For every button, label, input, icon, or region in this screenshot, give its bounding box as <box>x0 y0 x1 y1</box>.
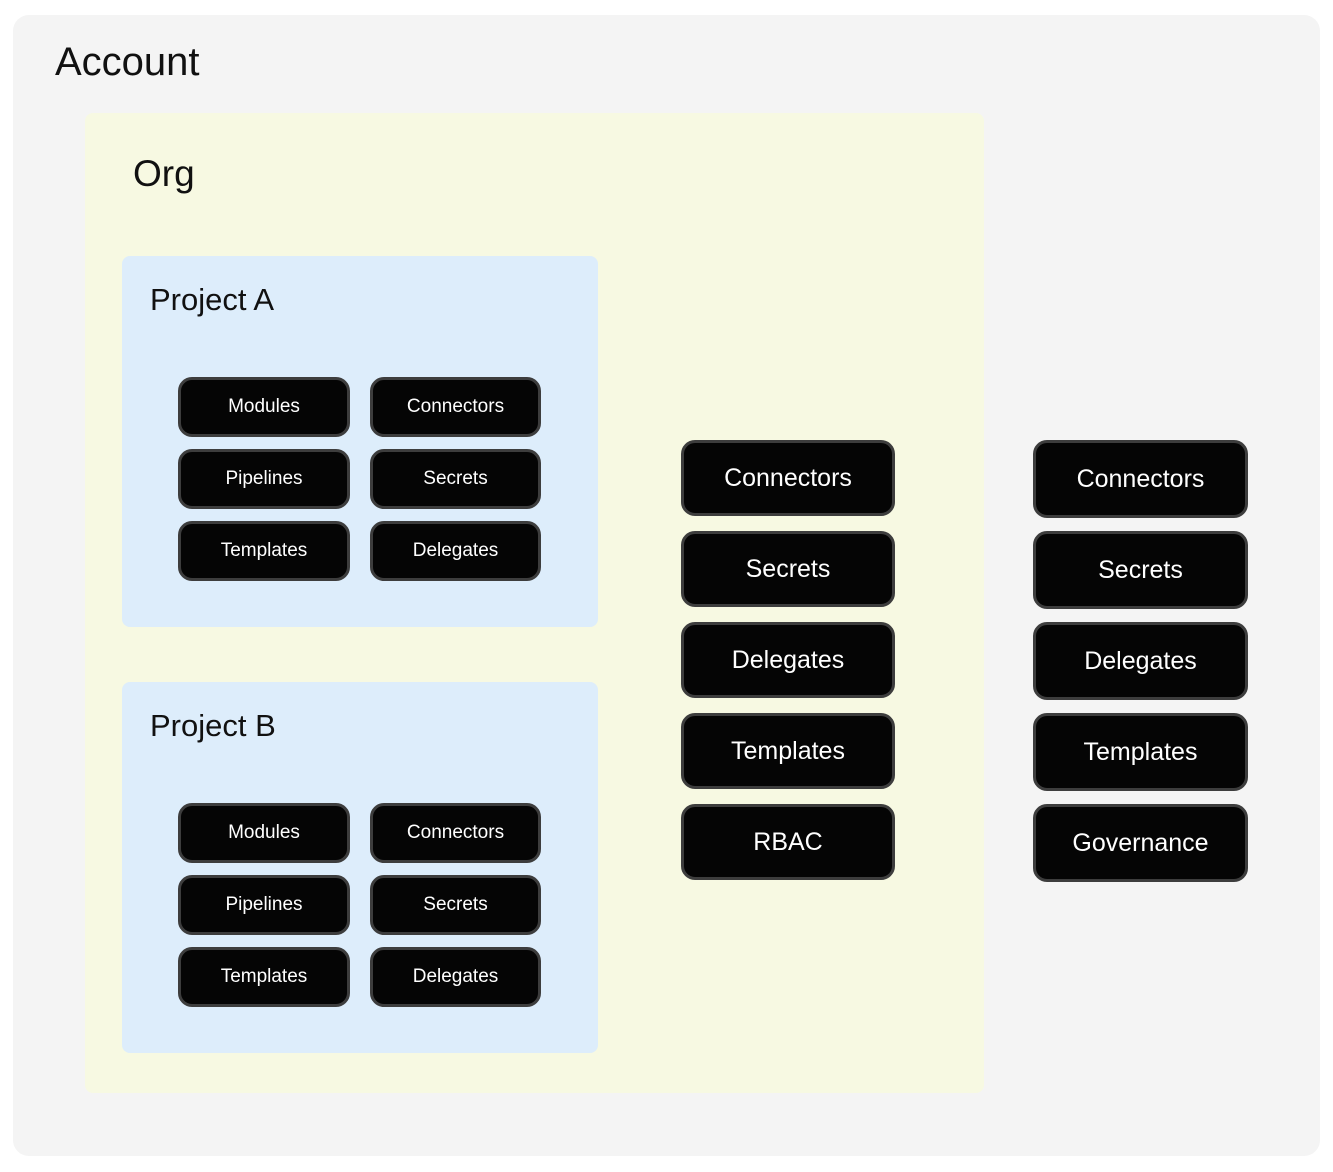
project-a-pill-connectors: Connectors <box>370 377 541 437</box>
project-a-pill-secrets: Secrets <box>370 449 541 509</box>
org-title: Org <box>133 153 195 194</box>
org-pill-secrets: Secrets <box>681 531 895 607</box>
org-pill-delegates: Delegates <box>681 622 895 698</box>
account-pill-connectors: Connectors <box>1033 440 1248 518</box>
account-title: Account <box>55 40 200 84</box>
project-a-title: Project A <box>150 282 275 317</box>
org-resources: Connectors Secrets Delegates Templates R… <box>681 440 895 880</box>
project-b-title: Project B <box>150 708 276 743</box>
project-b-resources: Modules Connectors Pipelines Secrets Tem… <box>178 803 541 1007</box>
account-pill-delegates: Delegates <box>1033 622 1248 700</box>
project-b-pill-connectors: Connectors <box>370 803 541 863</box>
project-a-container: Project A Modules Connectors Pipelines S… <box>122 256 598 627</box>
account-pill-governance: Governance <box>1033 804 1248 882</box>
project-a-pill-delegates: Delegates <box>370 521 541 581</box>
org-pill-templates: Templates <box>681 713 895 789</box>
project-b-container: Project B Modules Connectors Pipelines S… <box>122 682 598 1053</box>
org-pill-rbac: RBAC <box>681 804 895 880</box>
org-container: Org Project A Modules Connectors Pipelin… <box>85 113 984 1093</box>
project-b-pill-modules: Modules <box>178 803 350 863</box>
project-b-pill-secrets: Secrets <box>370 875 541 935</box>
project-a-pill-modules: Modules <box>178 377 350 437</box>
project-a-pill-templates: Templates <box>178 521 350 581</box>
project-a-resources: Modules Connectors Pipelines Secrets Tem… <box>178 377 541 581</box>
account-resources: Connectors Secrets Delegates Templates G… <box>1033 440 1248 882</box>
account-pill-templates: Templates <box>1033 713 1248 791</box>
account-pill-secrets: Secrets <box>1033 531 1248 609</box>
account-container: Account Org Project A Modules Connectors… <box>13 15 1320 1156</box>
project-b-pill-pipelines: Pipelines <box>178 875 350 935</box>
project-a-pill-pipelines: Pipelines <box>178 449 350 509</box>
project-b-pill-delegates: Delegates <box>370 947 541 1007</box>
project-b-pill-templates: Templates <box>178 947 350 1007</box>
org-pill-connectors: Connectors <box>681 440 895 516</box>
